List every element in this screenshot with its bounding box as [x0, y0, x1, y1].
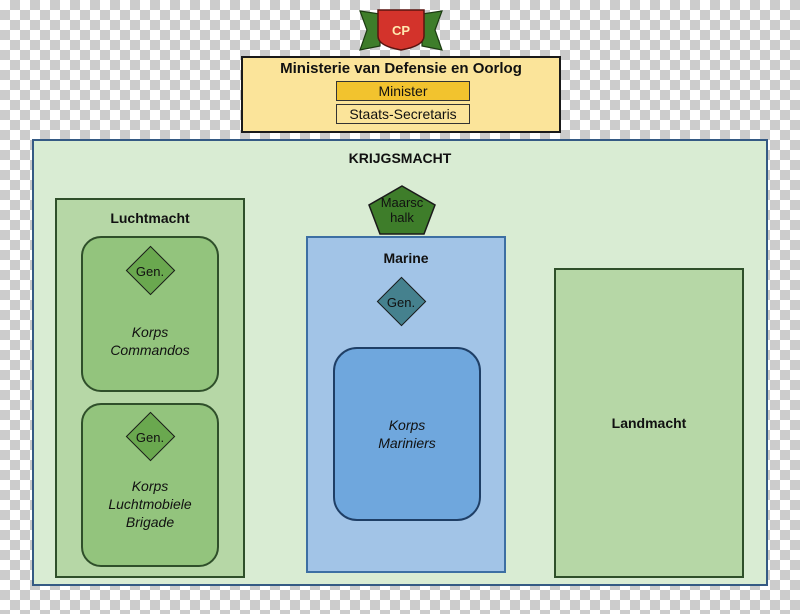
luchtmacht-box: Luchtmacht Gen. Korps Commandos Gen. Kor…: [55, 198, 245, 578]
rank-label: Gen.: [135, 430, 165, 445]
korps-commandos-label: Korps Commandos: [110, 324, 190, 358]
marine-title: Marine: [383, 250, 429, 266]
rank-label: Gen.: [386, 295, 416, 310]
rank-label: Gen.: [135, 264, 165, 279]
maarschalk-label: Maarsc halk: [380, 195, 424, 225]
maarschalk-pentagon-icon: [368, 185, 436, 235]
korps-commandos-box: Gen. Korps Commandos: [81, 236, 219, 392]
landmacht-box: Landmacht: [554, 268, 744, 578]
korps-mariniers-label: Korps Mariniers: [378, 417, 436, 451]
krijgsmacht-title: KRIJGSMACHT: [348, 150, 452, 166]
ribbon-right-icon: [421, 10, 443, 51]
shield-icon: [377, 9, 425, 51]
badge-label: CP: [392, 23, 410, 38]
ribbon-left-icon: [359, 10, 381, 51]
marine-box: Marine Gen. Korps Mariniers: [306, 236, 506, 573]
staats-secretaris-box: Staats-Secretaris: [336, 104, 470, 124]
korps-luchtmobiele-brigade-label: Korps Luchtmobiele Brigade: [108, 478, 192, 530]
cp-badge: CP: [359, 9, 443, 51]
ministry-box: Ministerie van Defensie en Oorlog Minist…: [241, 56, 561, 133]
ministry-title: Ministerie van Defensie en Oorlog: [280, 60, 522, 77]
krijgsmacht-container: KRIJGSMACHT Maarsc halk Luchtmacht Gen. …: [32, 139, 768, 586]
luchtmacht-title: Luchtmacht: [110, 210, 190, 226]
minister-box: Minister: [336, 81, 470, 101]
korps-mariniers-box: Korps Mariniers: [333, 347, 481, 521]
korps-luchtmobiele-brigade-box: Gen. Korps Luchtmobiele Brigade: [81, 403, 219, 567]
